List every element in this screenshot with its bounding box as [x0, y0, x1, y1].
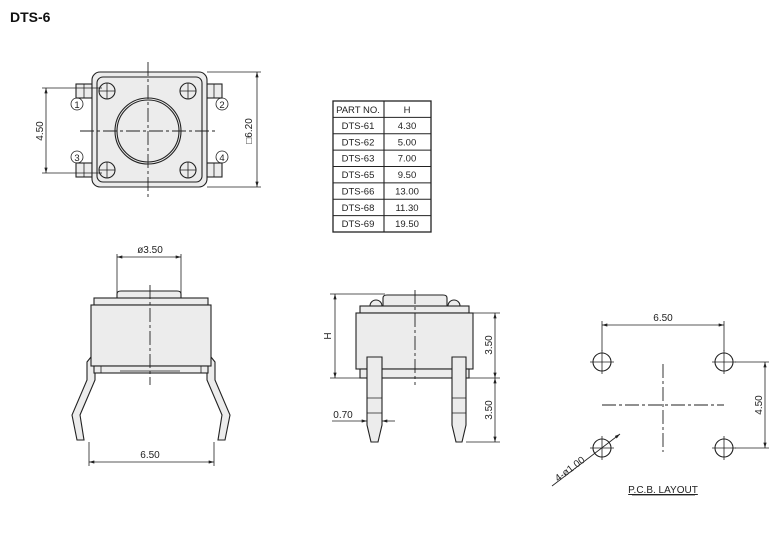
svg-text:4: 4 [219, 153, 224, 164]
table-cell-part-no: DTS-61 [342, 121, 375, 132]
table-cell-h: 4.30 [398, 121, 417, 132]
dim-leg-length: 3.50 [484, 400, 495, 420]
table-cell-h: 7.00 [398, 154, 417, 165]
svg-text:2: 2 [219, 100, 224, 111]
table-cell-part-no: DTS-68 [342, 203, 375, 214]
table-cell-part-no: DTS-66 [342, 186, 375, 197]
table-cell-part-no: DTS-62 [342, 137, 375, 148]
pcb-dim-y: 4.50 [754, 395, 765, 415]
pcb-dim-x: 6.50 [653, 313, 673, 324]
table-header-h: H [404, 105, 411, 116]
table-header-part: PART NO. [336, 105, 380, 116]
table-cell-part-no: DTS-69 [342, 219, 375, 230]
table-cell-h: 19.50 [395, 219, 419, 230]
front-body [90, 304, 212, 367]
top-view: 1 2 3 4 4.50 □6.20 [35, 62, 261, 200]
table-cell-h: 11.30 [395, 203, 418, 214]
front-view: ø3.50 6.50 [71, 245, 231, 466]
dim-pin-spacing: 4.50 [35, 121, 46, 141]
pcb-holes [590, 350, 736, 460]
pcb-layout: 6.50 4.50 4-ø1.00 P.C.B. LAYOUT [551, 313, 769, 496]
table-cell-part-no: DTS-63 [342, 154, 375, 165]
pin-holes [98, 82, 197, 179]
pcb-layout-label: P.C.B. LAYOUT [628, 485, 698, 496]
svg-text:1: 1 [74, 100, 79, 111]
dim-body-size: □6.20 [244, 118, 255, 144]
pin-number-labels: 1 2 3 4 [70, 97, 229, 164]
table-cell-h: 13.00 [395, 186, 419, 197]
table-cell-part-no: DTS-65 [342, 170, 375, 181]
dim-button-diameter: ø3.50 [137, 245, 163, 256]
switch-body [91, 71, 208, 188]
dim-total-height: H [323, 332, 334, 339]
svg-text:3: 3 [74, 153, 79, 164]
pcb-hole-note: 4-ø1.00 [553, 455, 587, 485]
dim-leg-width: 0.70 [333, 410, 353, 421]
dim-body-height: 3.50 [484, 335, 495, 355]
table-cell-h: 5.00 [398, 137, 417, 148]
table-cell-h: 9.50 [398, 170, 417, 181]
drawing-title: DTS-6 [10, 9, 51, 25]
dim-leg-span: 6.50 [140, 450, 160, 461]
side-view: H 3.50 3.50 0.70 [323, 290, 500, 443]
